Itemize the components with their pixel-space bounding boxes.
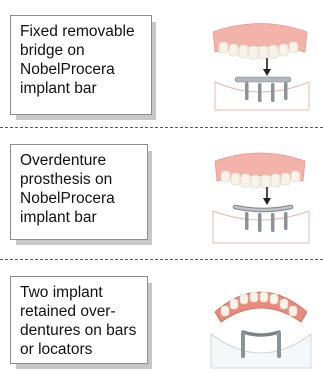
panel-1-line-3: NobelProcera: [20, 60, 143, 79]
panel-3-line-2: retained over-: [20, 302, 139, 321]
two-implant-overdenture-icon: [205, 272, 317, 370]
panel-3-line-3: dentures on bars: [20, 321, 139, 340]
overdenture-implant-bar-icon: [205, 143, 315, 248]
panel-2-label-box: Overdenture prosthesis on NobelProcera i…: [10, 144, 148, 240]
fixed-bridge-implant-bar-icon: [205, 10, 315, 115]
panel-1-label-box: Fixed removable bridge on NobelProcera i…: [10, 15, 152, 115]
panel-3-line-1: Two implant: [20, 283, 139, 302]
panel-3-line-4: or locators: [20, 340, 139, 359]
separator-1: [0, 127, 323, 128]
separator-2: [0, 259, 323, 260]
panel-1-line-1: Fixed removable: [20, 22, 143, 41]
panel-2-line-3: NobelProcera: [20, 189, 139, 208]
panel-2-line-2: prosthesis on: [20, 170, 139, 189]
panel-1-line-2: bridge on: [20, 41, 143, 60]
panel-2-line-1: Overdenture: [20, 151, 139, 170]
panel-2-line-4: implant bar: [20, 208, 139, 227]
panel-1-line-4: implant bar: [20, 79, 143, 98]
panel-3-label-box: Two implant retained over- dentures on b…: [10, 276, 148, 364]
